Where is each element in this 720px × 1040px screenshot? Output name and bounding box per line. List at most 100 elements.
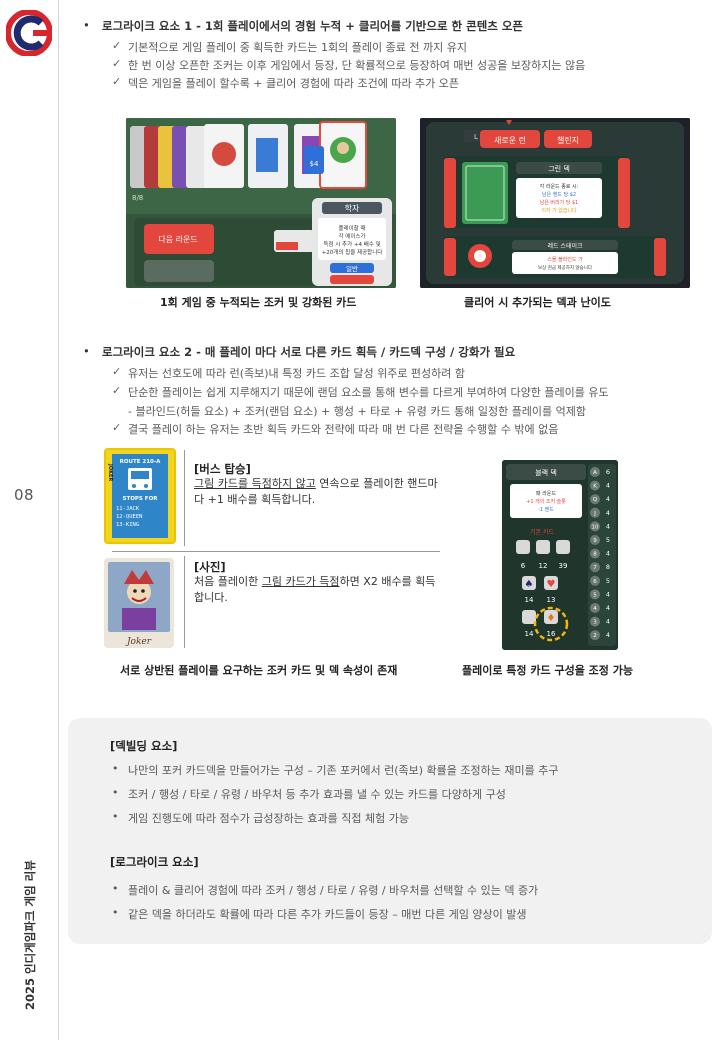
rank-badge [590,494,600,505]
rank-count: 4 [606,631,610,639]
svg-text:ROUTE 210-A: ROUTE 210-A [120,459,162,465]
section2-sub-line: - 블라인드(허들 요소) + 조커(랜덤 요소) + 행성 + 타로 + 유령… [128,405,587,418]
rank-count: 4 [606,550,610,558]
svg-text:기본 카드: 기본 카드 [530,528,554,536]
highlight-circle-diamonds [533,606,569,642]
rank-label: J [593,511,596,517]
svg-text:이자 가 없습니다: 이자 가 없습니다 [541,207,577,214]
rank-label: 3 [593,620,597,626]
svg-text:Joker: Joker [125,637,152,647]
rank-count: 4 [606,522,610,530]
summary-rogue-item-1: 플레이 & 클리어 경험에 따라 조커 / 행성 / 타로 / 유령 / 바우처… [112,882,538,898]
section2-check-3: 결국 플레이 하는 유저는 초반 획득 카드와 전략에 따라 매 번 다른 전략… [112,421,558,437]
svg-text:12: 12 [539,562,548,570]
svg-text:39: 39 [559,562,568,570]
rank-label: 6 [593,579,597,585]
vertical-doc-title: 2025 인디게임파크 게임 리뷰 [23,860,37,1010]
tab-new-run: 새로운 런 [494,135,526,145]
rank-count: 4 [606,482,610,490]
svg-text:12-QUEEN: 12-QUEEN [116,514,143,520]
rank-badge [590,562,600,573]
price-tag: $4 [310,160,319,168]
tab-challenge: 챌린지 [557,135,579,145]
summary-deck-item-1: 나만의 포커 카드덱을 만들어가는 구성 – 기존 포커에서 런(족보) 확률을… [112,762,558,778]
svg-text:+20개의 칩을 제공합니다: +20개의 칩을 제공합니다 [322,248,383,256]
caption-deck-unlock: 클리어 시 추가되는 덱과 난이도 [464,296,611,309]
rank-label: K [593,484,597,490]
summary-deck-item-2: 조커 / 행성 / 타로 / 유령 / 바우처 등 추가 효과를 낼 수 있는 … [112,786,506,802]
svg-text:♦: ♦ [547,613,556,624]
rank-badge [590,480,600,491]
page-number: 08 [14,486,35,504]
svg-text:스몰 블라인드 가: 스몰 블라인드 가 [547,256,583,263]
svg-text:각 라운드 종료 시:: 각 라운드 종료 시: [540,183,579,190]
rank-count: 6 [606,468,610,476]
next-round-button: 다음 라운드 [158,235,197,244]
svg-text:-1 핸드: -1 핸드 [538,506,554,513]
svg-text:보상 현금 제공하지 않습니다: 보상 현금 제공하지 않습니다 [538,264,593,271]
screenshot-joker-cards: 8/8 $4 다음 라운드 학자 플레이할 때 각 에이스가 득점 시 추가 +… [126,118,396,288]
rank-label: 10 [592,524,599,530]
joker-card-bus: ROUTE 210-A STOPS FOR 11-JACK 12-QUEEN 1… [104,448,176,544]
svg-text:블랙 덱: 블랙 덱 [535,468,557,477]
svg-text:패 라운드: 패 라운드 [536,490,556,497]
rank-label: 2 [593,633,597,639]
caption-joker-contrast: 서로 상반된 플레이를 요구하는 조커 카드 및 덱 속성이 존재 [120,664,398,677]
svg-text:남은 버리기 당 $1: 남은 버리기 당 $1 [540,199,579,206]
section1-check-1: 기본적으로 게임 플레이 중 획득한 카드는 1회의 플레이 종료 전 까지 유… [112,39,467,55]
rank-badge [590,589,600,600]
rank-label: 5 [593,592,597,598]
deck-title: 그린 덱 [548,164,570,173]
svg-text:13-KING: 13-KING [116,522,139,528]
svg-text:STOPS FOR: STOPS FOR [123,496,159,502]
svg-text:플레이할 때: 플레이할 때 [338,224,365,232]
joker-divider-horizontal [112,551,440,552]
rank-count: 4 [606,604,610,612]
rank-count: 5 [606,536,610,544]
svg-text:16: 16 [547,630,556,638]
joker-card-photo: Joker [104,558,174,648]
rank-badge [590,616,600,627]
svg-text:14: 14 [525,630,534,638]
svg-text:13: 13 [547,596,556,604]
svg-text:남은 핸드 당 $2: 남은 핸드 당 $2 [542,191,576,198]
joker-bus-description: 그림 카드를 득점하지 않고 연속으로 플레이한 핸드마다 +1 배수를 획득합… [194,477,438,506]
section1-check-3: 덱은 게임을 플레이 할수록 + 클리어 경험에 따라 조건에 따라 추가 오픈 [112,75,459,91]
company-logo [6,10,52,56]
joker-bus-title: [버스 탑승] [194,462,251,476]
svg-text:각 에이스가: 각 에이스가 [338,232,365,240]
rank-label: Q [593,497,598,503]
rank-badge [590,548,600,559]
summary-rogue-item-2: 같은 덱을 하더라도 확률에 따라 다른 추가 카드들이 등장 – 매번 다른 … [112,906,527,922]
rank-badge [590,521,600,532]
joker-photo-title: [사진] [194,560,226,574]
caption-joker-accumulation: 1회 게임 중 누적되는 조커 및 강화된 카드 [160,296,357,309]
rank-count: 5 [606,577,610,585]
rank-badge [590,630,600,641]
section2-check-1: 유저는 선호도에 따라 런(족보)내 특정 카드 조합 달성 위주로 편성하려 … [112,365,465,381]
svg-text:L: L [474,133,478,141]
rank-badge [590,603,600,613]
rank-label: A [593,470,597,476]
tooltip-title: 학자 [345,203,360,213]
summary-roguelike-heading: [로그라이크 요소] [110,855,199,869]
svg-text:득점 시 추가 +4 배수 및: 득점 시 추가 +4 배수 및 [323,240,380,248]
rank-count: 4 [606,618,610,626]
rank-badge [590,467,600,477]
rank-label: 4 [593,606,597,612]
screenshot-deck-composition: 블랙 덱 패 라운드 +1 개의 조커 슬롯 -1 핸드 기본 카드 6 12 … [502,460,618,650]
screenshot-deck-select: L 새로운 런 챌린지 그린 덱 각 라운드 종료 시: 남은 핸드 당 $2 … [420,118,690,288]
svg-text:+1 개의 조커 슬롯: +1 개의 조커 슬롯 [526,498,566,505]
summary-deckbuilding-heading: [덱빌딩 요소] [110,739,178,753]
joker-divider-vertical-1 [184,450,185,546]
rank-count: 4 [606,509,610,517]
svg-text:JOKER: JOKER [107,463,113,481]
section2-check-2: 단순한 플레이는 쉽게 지루해지기 때문에 랜덤 요소를 통해 변수를 다르게 … [112,384,609,400]
svg-text:14: 14 [525,596,534,604]
tooltip-badge: 일반 [346,264,358,273]
svg-text:11-JACK: 11-JACK [116,506,140,512]
round-counter: 8/8 [132,194,143,202]
section2-heading: 로그라이크 요소 2 - 매 플레이 마다 서로 다른 카드 획득 / 카드덱 … [83,344,515,360]
joker-photo-description: 처음 플레이한 그림 카드가 득점하면 X2 배수를 획득합니다. [194,575,436,604]
rank-badge [590,535,600,545]
